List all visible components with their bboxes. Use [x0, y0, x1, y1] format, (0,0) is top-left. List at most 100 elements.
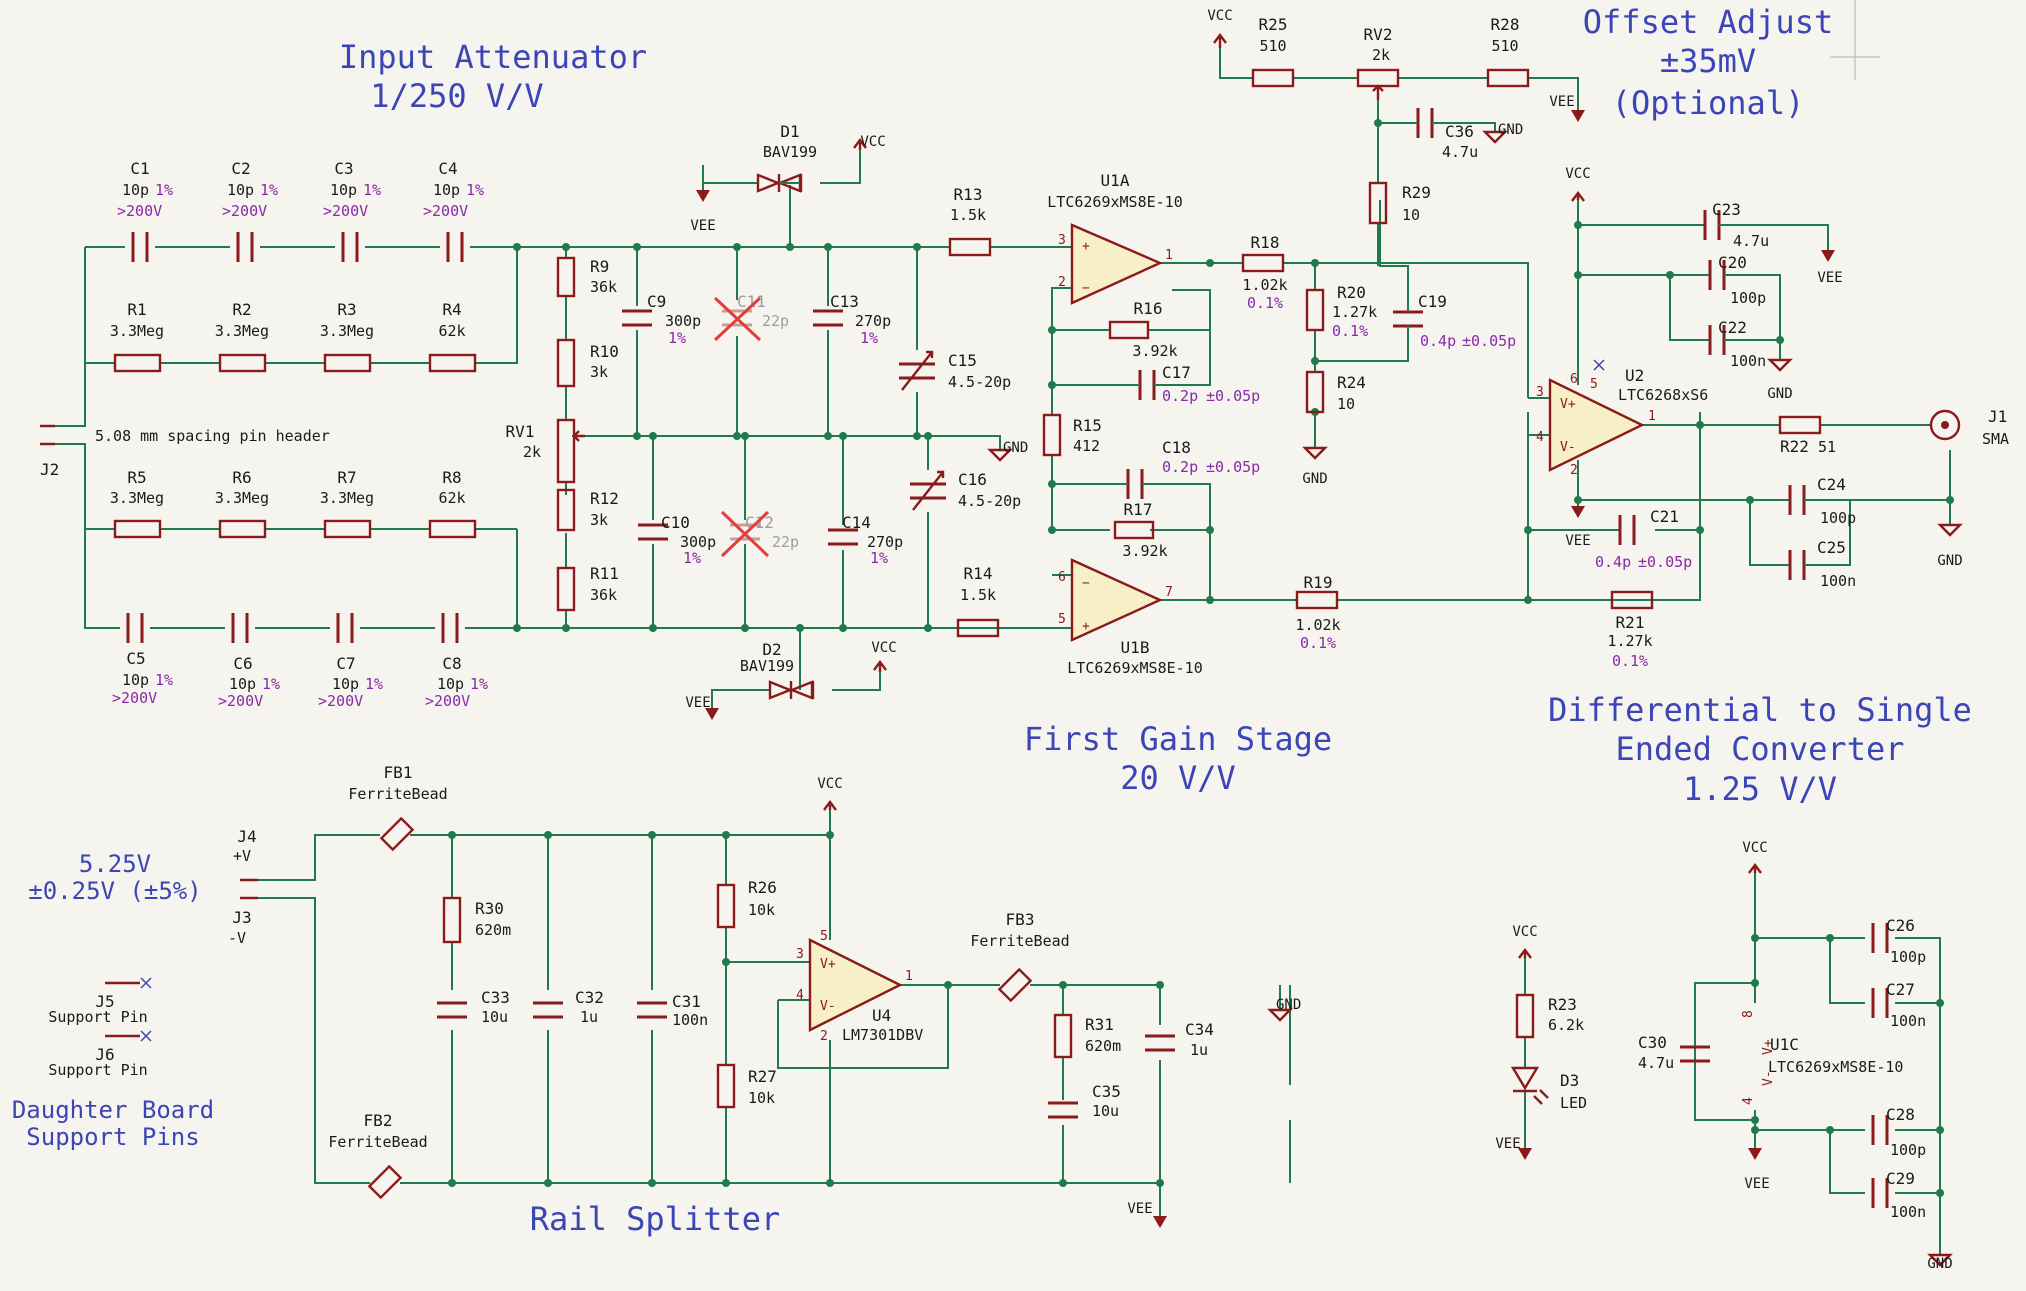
resistor-r7: R7 3.3Meg [320, 468, 374, 539]
value-label: 3.92k [1122, 542, 1167, 560]
capacitor-c7: C7 10p 1% >200V [318, 613, 383, 710]
value-label: FerriteBead [348, 785, 447, 803]
ref-label: C23 [1712, 200, 1741, 219]
vee-symbol: VEE [1495, 1136, 1532, 1160]
ref-label: R31 [1085, 1015, 1114, 1034]
vee-symbol: VEE [1565, 500, 1591, 549]
ref-label: R21 [1616, 613, 1645, 632]
resistor-r24: R24 10 [1305, 370, 1366, 414]
svg-text:GND: GND [1276, 997, 1301, 1013]
ref-label: C6 [233, 654, 252, 673]
ref-label: R12 [590, 489, 619, 508]
title-line: First Gain Stage [1024, 720, 1332, 758]
value-label: LM7301DBV [842, 1026, 923, 1044]
no-connect-icon [1593, 359, 1605, 371]
ref-label: R4 [442, 300, 461, 319]
crosshair-mark [1830, 0, 1880, 80]
ref-label: R28 [1491, 15, 1520, 34]
tol-label: 1% [668, 329, 686, 347]
ref-label: R29 [1402, 183, 1431, 202]
ref-label: R16 [1134, 299, 1163, 318]
ref-label: C26 [1886, 916, 1915, 935]
tol-label: 1% [870, 549, 888, 567]
svg-text:VEE: VEE [1744, 1176, 1769, 1192]
ref-label: C22 [1718, 318, 1747, 337]
resistor-r9: R9 36k [556, 256, 617, 298]
pin-plus: + [1082, 619, 1090, 634]
connector-j3: J3 -V [228, 896, 258, 947]
vcc-symbol: VCC [853, 134, 886, 150]
value-label: LED [1560, 1094, 1587, 1112]
pin-minus: − [1082, 576, 1090, 591]
capacitor-c18: C18 0.2p ±0.05p [1110, 438, 1260, 499]
ref-label: C17 [1162, 363, 1191, 382]
value-label: 10p [433, 181, 460, 199]
ref-label: R13 [954, 185, 983, 204]
ref-label: R3 [337, 300, 356, 319]
tol-label: 1% [155, 671, 173, 689]
pin-label: V+ [820, 957, 836, 972]
ref-label: J1 [1988, 407, 2007, 426]
resistor-r30: R30 620m [442, 896, 511, 944]
pin-label: V+ [1560, 397, 1576, 412]
ref-label: D2 [762, 640, 781, 659]
capacitor-c9: C9 300p 1% [622, 292, 701, 347]
rating-label: >200V [323, 202, 368, 220]
ref-label: R7 [337, 468, 356, 487]
vee-symbol: VEE [1817, 240, 1843, 286]
value-label: 100n [1890, 1012, 1926, 1030]
ferrite-bead-fb3: FB3 FerriteBead [970, 910, 1070, 1003]
resistor-r28: R28 510 [1486, 15, 1530, 88]
gnd-symbol: GND [987, 440, 1028, 462]
capacitor-c3: C3 10p 1% >200V [323, 159, 381, 262]
svg-text:VCC: VCC [817, 776, 842, 792]
resistor-r8: R8 62k [428, 468, 477, 539]
value-label: 1u [1190, 1041, 1208, 1059]
resistor-r13: R13 1.5k [948, 185, 992, 257]
value-label: LTC6268xS6 [1618, 386, 1708, 404]
ref-label: R11 [590, 564, 619, 583]
value-label: 10p [229, 675, 256, 693]
pin-number: 8 [1741, 1010, 1756, 1018]
capacitor-c28: C28 100p [1871, 1105, 1926, 1159]
resistor-r3: R3 3.3Meg [320, 300, 374, 373]
ref-label: C13 [830, 292, 859, 311]
rail-wires [245, 810, 1291, 1212]
diode-pair-d2: D2 BAV199 [711, 640, 881, 700]
title-line: Offset Adjust [1583, 3, 1833, 41]
svg-text:VCC: VCC [1565, 166, 1590, 182]
rating-label: >200V [218, 692, 263, 710]
vee-symbol: VEE [1549, 94, 1585, 122]
ref-label: R17 [1124, 500, 1153, 519]
support-pin-j6: J6 Support Pin [48, 1030, 152, 1079]
ref-label: C8 [442, 654, 461, 673]
vee-symbol: VEE [690, 180, 716, 234]
value-label: 0.4p [1420, 332, 1456, 350]
ref-label: R26 [748, 878, 777, 897]
pin-number: 3 [1058, 233, 1066, 248]
value-label: 100p [1820, 509, 1856, 527]
value-label: 10p [332, 675, 359, 693]
value-label: 100p [1730, 289, 1766, 307]
opamp-u1a: + − 3 2 1 U1A LTC6269xMS8E-10 [1047, 171, 1183, 305]
trimmer-capacitor-c16: C16 4.5-20p [910, 470, 1021, 511]
gnd-symbol: GND [1927, 1253, 1953, 1272]
capacitor-c33: C33 10u [437, 988, 510, 1026]
svg-text:VCC: VCC [1512, 924, 1537, 940]
ref-label: C7 [336, 654, 355, 673]
vcc-symbol: VCC [1207, 8, 1233, 48]
rating-label: >200V [222, 202, 267, 220]
value-label: 10p [122, 671, 149, 689]
vee-symbol: VEE [685, 695, 719, 720]
diode-pair-d1: D1 BAV199 [702, 122, 861, 193]
resistor-r6: R6 3.3Meg [215, 468, 269, 539]
pin-number: 1 [1165, 248, 1173, 263]
ref-label: U4 [872, 1006, 891, 1025]
svg-text:VCC: VCC [871, 640, 896, 656]
ref-label: C19 [1418, 292, 1447, 311]
ref-label: U1C [1770, 1035, 1799, 1054]
ref-label: C36 [1445, 122, 1474, 141]
value-label: 510 [1259, 37, 1286, 55]
svg-text:VCC: VCC [860, 134, 885, 150]
